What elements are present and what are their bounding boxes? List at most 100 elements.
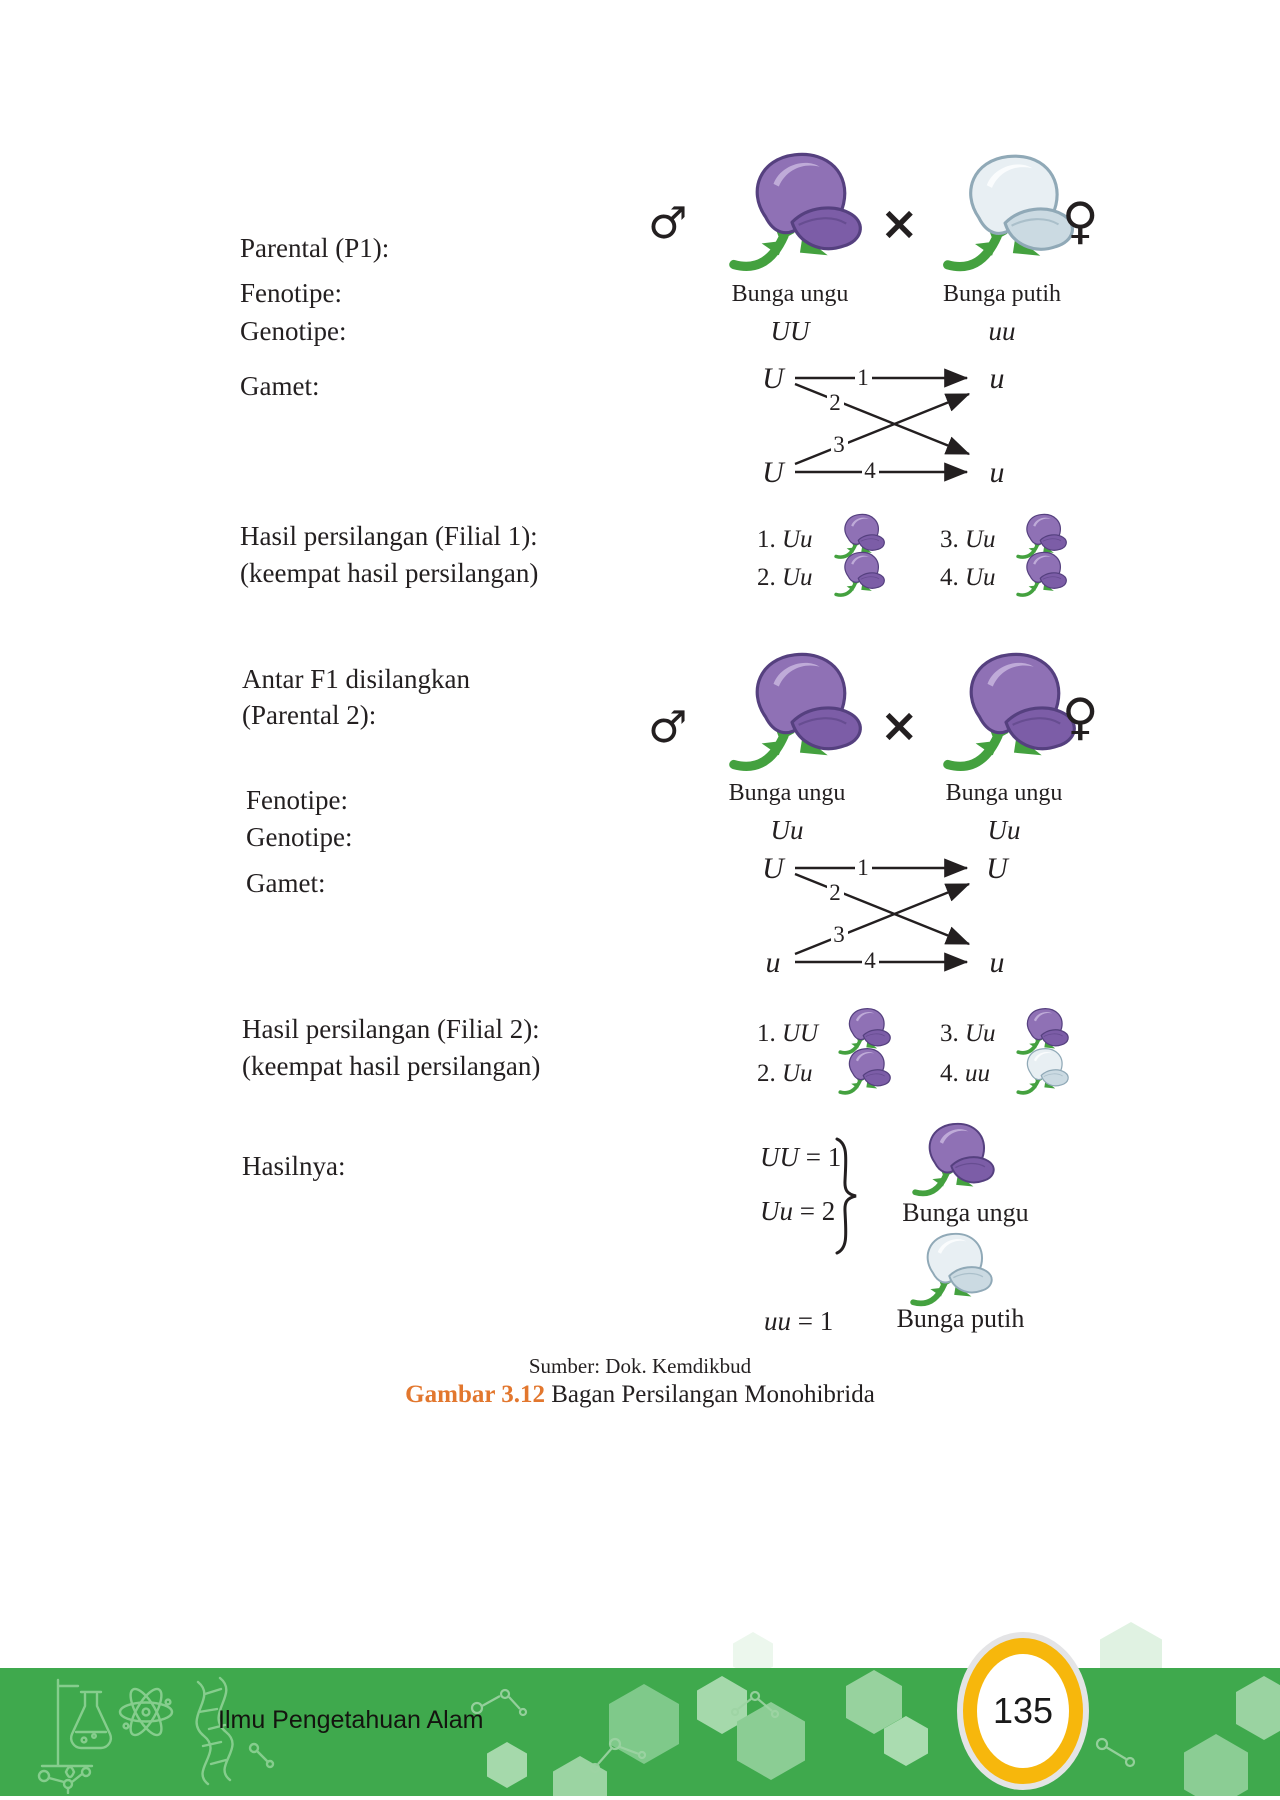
footer-band <box>0 1668 1280 1796</box>
arrow-number: 1 <box>857 855 869 880</box>
science-doodles-icon <box>37 1676 275 1794</box>
phenotype-label: Bunga ungu <box>731 281 849 307</box>
summary-row: Uu = 2 <box>760 1196 835 1227</box>
female-symbol-icon: ♀ <box>1062 192 1099 250</box>
gamete-cross-diagram-2: U u U u 1 2 3 4 <box>762 852 1010 979</box>
filial1-result: 1. Uu <box>757 526 813 554</box>
purple-flower-icon <box>915 1123 994 1194</box>
white-flower-icon <box>1018 1048 1069 1093</box>
page-number: 135 <box>992 1690 1054 1731</box>
arrow-number: 2 <box>829 880 841 905</box>
gamete-letter: U <box>762 456 786 489</box>
result-genotype: Uu <box>965 1020 996 1047</box>
female-symbol-icon: ♀ <box>1062 688 1099 746</box>
figure-caption: Gambar 3.12 Bagan Persilangan Monohibrid… <box>0 1381 1280 1409</box>
gamet-label-2: Gamet: <box>246 868 326 898</box>
filial1-title: Hasil persilangan (Filial 1): <box>240 521 538 551</box>
gamete-letter: U <box>762 362 786 395</box>
genotipe-label-2: Genotipe: <box>246 822 353 852</box>
male-symbol-icon: ♂ <box>648 702 688 753</box>
gamete-letter: U <box>762 852 786 885</box>
hasilnya-label: Hasilnya: <box>242 1151 346 1181</box>
gamet-label-1: Gamet: <box>240 371 320 401</box>
arrow-number: 2 <box>829 390 841 415</box>
arrow-number: 3 <box>833 922 845 947</box>
parental-p1-label: Parental (P1): <box>240 233 390 263</box>
cross-symbol: × <box>880 196 919 250</box>
result-genotype: UU <box>782 1020 819 1047</box>
white-flower-icon <box>913 1233 992 1304</box>
purple-flower-icon <box>836 552 885 596</box>
fenotipe-label-1: Fenotipe: <box>240 278 342 308</box>
purple-flower-icon <box>840 1048 891 1093</box>
fenotipe-label-2: Fenotipe: <box>246 785 348 815</box>
summary-count: = 1 <box>797 1306 834 1336</box>
male-symbol-icon: ♂ <box>648 198 688 249</box>
section2-subtitle: (Parental 2): <box>242 700 377 730</box>
result-number: 3. <box>940 526 959 553</box>
filial1-result: 2. Uu <box>757 564 813 592</box>
page-number-badge: 135 <box>977 1654 1069 1768</box>
gamete-letter: U <box>986 852 1010 885</box>
summary-phenotype: Bunga ungu <box>902 1198 1029 1227</box>
result-number: 3. <box>940 1020 959 1047</box>
filial1-subtitle: (keempat hasil persilangan) <box>240 558 539 588</box>
summary-count: = 1 <box>805 1142 842 1172</box>
genotype-value: Uu <box>987 815 1021 845</box>
genotype-value: UU <box>770 316 810 346</box>
result-genotype: uu <box>965 1060 990 1087</box>
hexagon-decoration <box>884 1716 928 1766</box>
result-number: 4. <box>940 1060 959 1087</box>
filial1-result: 4. Uu <box>940 564 996 592</box>
summary-genotype: uu <box>764 1306 791 1336</box>
molecule-doodles-icon <box>470 1688 780 1774</box>
phenotype-label: Bunga ungu <box>728 780 846 806</box>
result-genotype: Uu <box>782 564 813 591</box>
brace-icon <box>835 1137 857 1255</box>
purple-flower-icon <box>733 154 861 267</box>
phenotype-label: Bunga ungu <box>945 780 1063 806</box>
summary-row: UU = 1 <box>760 1142 841 1173</box>
figure-title: Bagan Persilangan Monohibrida <box>551 1381 875 1408</box>
gamete-letter: u <box>990 456 1005 489</box>
summary-genotype: UU <box>760 1142 799 1172</box>
phenotype-label: Bunga putih <box>943 281 1061 307</box>
filial2-result: 1. UU <box>757 1020 818 1048</box>
result-number: 2. <box>757 564 776 591</box>
arrow-number: 4 <box>864 948 876 973</box>
filial2-result: 2. Uu <box>757 1060 813 1088</box>
molecule-doodles-icon <box>1095 1737 1136 1768</box>
result-number: 1. <box>757 1020 776 1047</box>
result-number: 2. <box>757 1060 776 1087</box>
summary-count: = 2 <box>799 1196 836 1226</box>
filial2-title: Hasil persilangan (Filial 2): <box>242 1014 540 1044</box>
gamete-letter: u <box>766 946 781 979</box>
result-genotype: Uu <box>965 526 996 553</box>
summary-genotype: Uu <box>760 1196 793 1226</box>
arrow-number: 4 <box>864 458 876 483</box>
hexagon-decoration <box>1184 1734 1248 1796</box>
genotype-value: Uu <box>770 815 804 845</box>
hexagon-decoration <box>609 1684 679 1764</box>
figure-source: Sumber: Dok. Kemdikbud <box>528 1354 752 1378</box>
filial1-result: 3. Uu <box>940 526 996 554</box>
gamete-letter: u <box>990 362 1005 395</box>
arrow-number: 1 <box>857 365 869 390</box>
footer-book-title: Ilmu Pengetahuan Alam <box>218 1706 484 1734</box>
summary-phenotype: Bunga putih <box>896 1304 1025 1333</box>
genotype-value: uu <box>988 316 1016 346</box>
purple-flower-icon <box>1018 552 1067 596</box>
result-genotype: Uu <box>782 1060 813 1087</box>
purple-flower-icon <box>733 654 861 767</box>
hexagon-decoration <box>1236 1676 1280 1740</box>
gamete-letter: u <box>990 946 1005 979</box>
filial2-result: 3. Uu <box>940 1020 996 1048</box>
filial2-result: 4. uu <box>940 1060 990 1088</box>
result-number: 4. <box>940 564 959 591</box>
summary-row: uu = 1 <box>764 1306 833 1337</box>
result-genotype: Uu <box>965 564 996 591</box>
genotipe-label-1: Genotipe: <box>240 316 347 346</box>
gamete-cross-diagram-1: U U u u 1 2 3 4 <box>762 362 1005 489</box>
result-number: 1. <box>757 526 776 553</box>
